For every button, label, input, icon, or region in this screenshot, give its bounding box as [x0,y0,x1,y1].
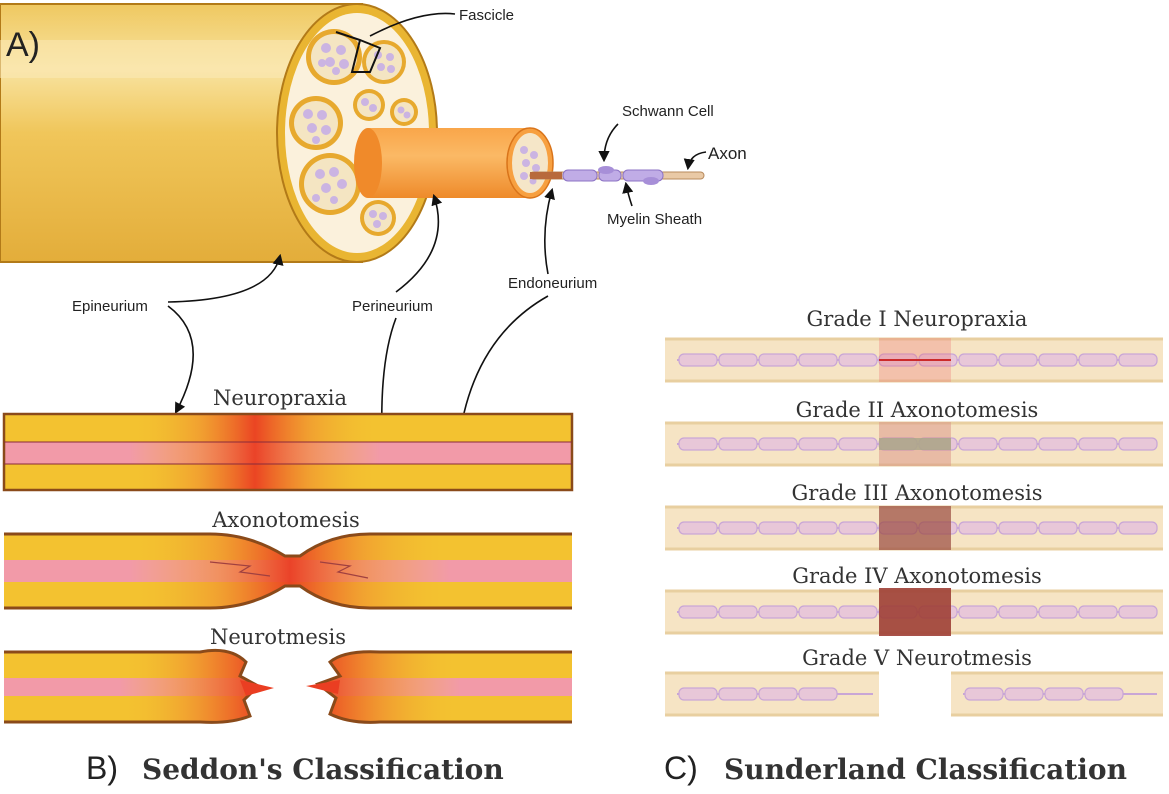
grade-label-2: Grade II Axonotomesis [796,398,1039,422]
axon-with-myelin [529,166,705,185]
panel-b-title: Seddon's Classification [142,753,504,786]
injury-label-neuropraxia: Neuropraxia [213,386,347,410]
fascicle-pointer [369,12,456,37]
grade-band-1 [665,337,1163,383]
panel-c-letter: C) [664,750,698,786]
endoneurium-label: Endoneurium [508,275,597,292]
neurotmesis-nerve [4,648,572,724]
endoneurium-arrow-up [544,187,555,275]
fascicle-label: Fascicle [459,7,514,24]
grade-bands [665,337,1163,717]
schwann-cell-label: Schwann Cell [622,103,714,120]
injury-label-axonotomesis: Axonotomesis [211,508,360,532]
axonotomesis-nerve [4,532,572,610]
grade-band-5 [665,671,1163,717]
axon-label: Axon [708,144,747,163]
fascicle [289,96,343,150]
grade-label-4: Grade IV Axonotomesis [792,564,1042,588]
injury-label-neurotmesis: Neurotmesis [210,625,346,649]
fascicle [299,153,361,215]
panel-b-letter: B) [86,750,118,786]
perineurium-arrow-up [395,193,443,293]
callout-lines [167,12,707,451]
grade-band-2 [665,421,1163,467]
fascicle [353,89,385,121]
fascicle-bracket [335,31,382,73]
panel-c-title: Sunderland Classification [724,753,1127,786]
grade-band-4 [665,588,1163,636]
schwann-arrow [598,123,619,163]
epineurium-label: Epineurium [72,298,148,315]
fascicle [390,98,418,126]
myelin-sheath-label: Myelin Sheath [607,211,702,228]
fascicle-cross-sections [289,29,418,236]
epineurium-arrow-down [167,305,194,414]
grade-label-3: Grade III Axonotomesis [792,481,1043,505]
grade-label-5: Grade V Neurotmesis [802,646,1032,670]
myelin-arrow [622,181,634,207]
fascicle [306,29,362,85]
panel-a-nerve-anatomy: A) Fascicle Schwann Cell Axon Myelin She… [0,3,747,451]
perineurium-cylinder [354,127,554,199]
epineurium-arrow-up [167,253,284,303]
axon-arrow [683,151,707,171]
panel-a-letter: A) [6,26,40,64]
grade-band-3 [665,505,1163,551]
panel-c-sunderland: Grade I Neuropraxia Grade II Axonotomesi… [664,307,1163,786]
grade-label-1: Grade I Neuropraxia [807,307,1028,331]
panel-b-seddon: Neuropraxia Axonotomesis Neurotmesis [2,386,574,786]
fascicle [360,200,396,236]
perineurium-label: Perineurium [352,298,433,315]
neuropraxia-nerve [2,412,574,492]
fascicle [362,40,406,84]
